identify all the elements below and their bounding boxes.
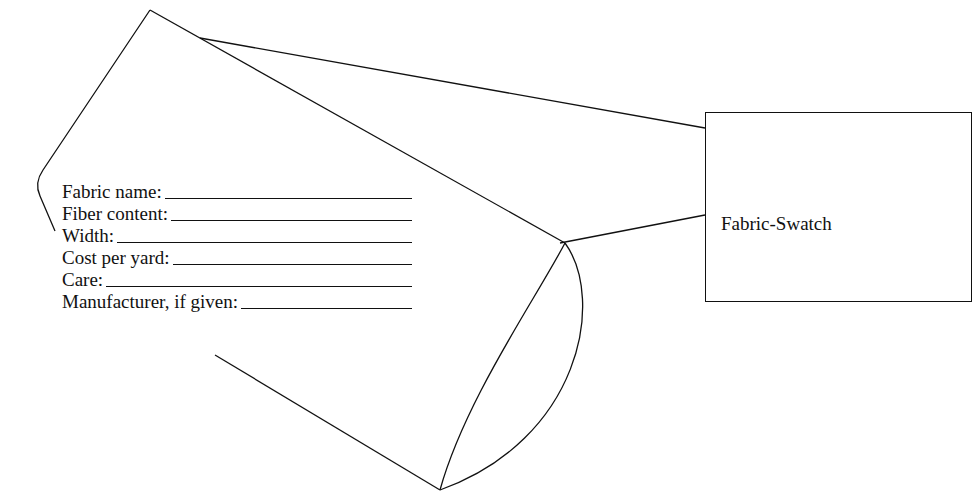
hang-tag: Fabric name:Fiber content:Width:Cost per…: [30, 5, 560, 493]
tag-edge: [440, 243, 565, 490]
blank-line: [171, 220, 412, 221]
form-field: Care:: [62, 269, 412, 291]
blank-line: [106, 286, 412, 287]
leader-line: [200, 38, 705, 128]
field-label: Cost per yard:: [62, 247, 170, 269]
form-field: Fiber content:: [62, 203, 412, 225]
field-label: Care:: [62, 269, 103, 291]
form-field: Fabric name:: [62, 181, 412, 203]
blank-line: [117, 242, 412, 243]
blank-line: [165, 198, 412, 199]
tag-edge: [150, 10, 565, 243]
leader-line: [560, 215, 705, 243]
form-field: Width:: [62, 225, 412, 247]
box-label: Fabric-Swatch: [721, 213, 832, 235]
field-label: Fabric name:: [62, 181, 162, 203]
form-field: Cost per yard:: [62, 247, 412, 269]
blank-line: [173, 264, 412, 265]
blank-line: [241, 308, 412, 309]
field-label: Manufacturer, if given:: [62, 291, 238, 313]
form-field: Manufacturer, if given:: [62, 291, 412, 313]
field-label: Fiber content:: [62, 203, 168, 225]
field-label: Width:: [62, 225, 114, 247]
tag-edge: [440, 243, 583, 490]
swatch-box: Fabric-Swatch: [705, 112, 972, 302]
tag-edge: [215, 355, 440, 490]
